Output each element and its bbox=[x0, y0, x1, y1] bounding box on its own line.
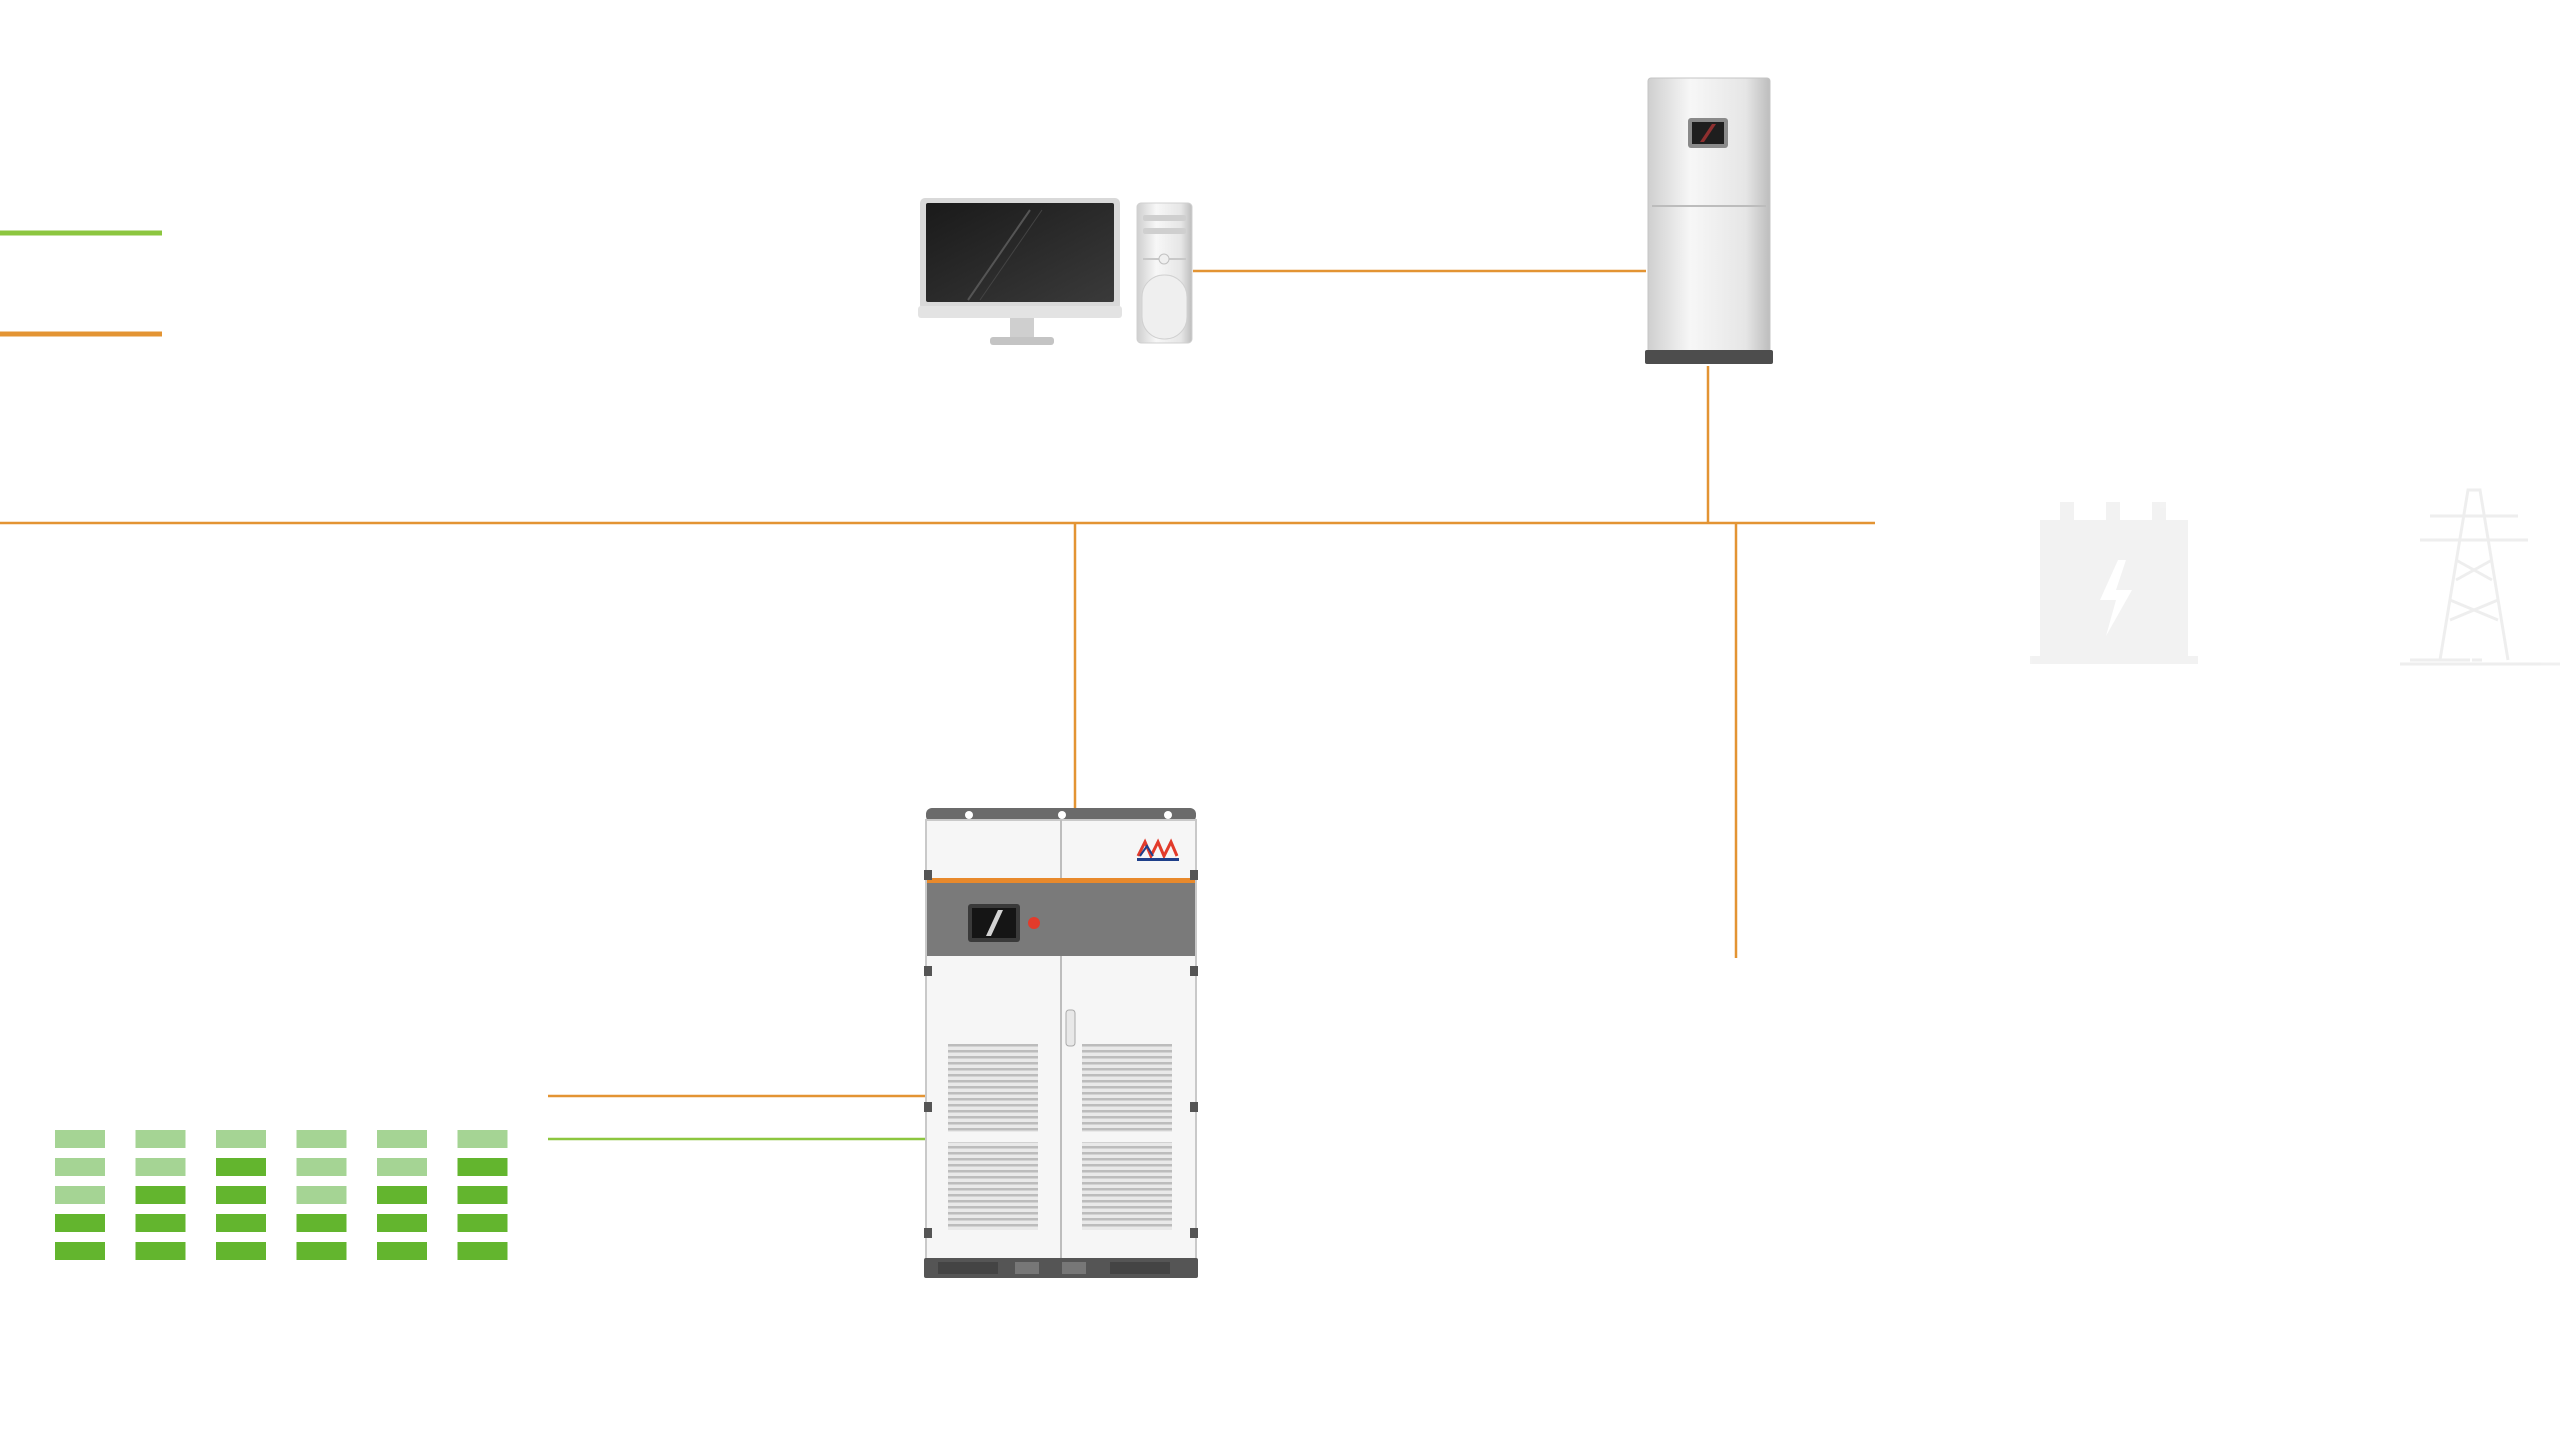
battery-cell bbox=[216, 1186, 266, 1204]
legend bbox=[0, 230, 162, 337]
battery-cell bbox=[377, 1186, 427, 1204]
battery-rack-icon bbox=[55, 1130, 508, 1260]
manufacturer-logo bbox=[1136, 838, 1179, 861]
transformer-icon bbox=[2030, 502, 2198, 664]
battery-cell bbox=[135, 1214, 186, 1232]
battery-cell bbox=[457, 1242, 508, 1260]
battery-cell bbox=[296, 1186, 347, 1204]
connection-lines bbox=[0, 269, 1875, 1141]
battery-cell bbox=[457, 1214, 508, 1232]
battery-cell bbox=[296, 1130, 347, 1148]
battery-cell bbox=[457, 1186, 508, 1204]
battery-cell bbox=[216, 1130, 266, 1148]
battery-cell bbox=[296, 1158, 347, 1176]
battery-cell bbox=[135, 1158, 186, 1176]
battery-cell bbox=[135, 1130, 186, 1148]
ems-controller-cabinet-icon bbox=[1645, 77, 1773, 364]
battery-cell bbox=[377, 1214, 427, 1232]
battery-cell bbox=[296, 1214, 347, 1232]
battery-cell bbox=[216, 1214, 266, 1232]
battery-cell bbox=[457, 1158, 508, 1176]
battery-cell bbox=[55, 1130, 105, 1148]
battery-cell bbox=[55, 1242, 105, 1260]
battery-cell bbox=[55, 1186, 105, 1204]
battery-cell bbox=[216, 1242, 266, 1260]
battery-cell bbox=[377, 1130, 427, 1148]
pcs-inverter-cabinet-icon bbox=[924, 808, 1198, 1278]
battery-cell bbox=[296, 1242, 347, 1260]
battery-cell bbox=[135, 1186, 186, 1204]
battery-cell bbox=[216, 1158, 266, 1176]
battery-cell bbox=[55, 1214, 105, 1232]
power-tower-icon bbox=[2400, 488, 2560, 666]
battery-cell bbox=[55, 1158, 105, 1176]
battery-cell bbox=[377, 1242, 427, 1260]
battery-cell bbox=[377, 1158, 427, 1176]
battery-cell bbox=[457, 1130, 508, 1148]
battery-cell bbox=[135, 1242, 186, 1260]
desktop-computer-icon bbox=[918, 198, 1193, 345]
